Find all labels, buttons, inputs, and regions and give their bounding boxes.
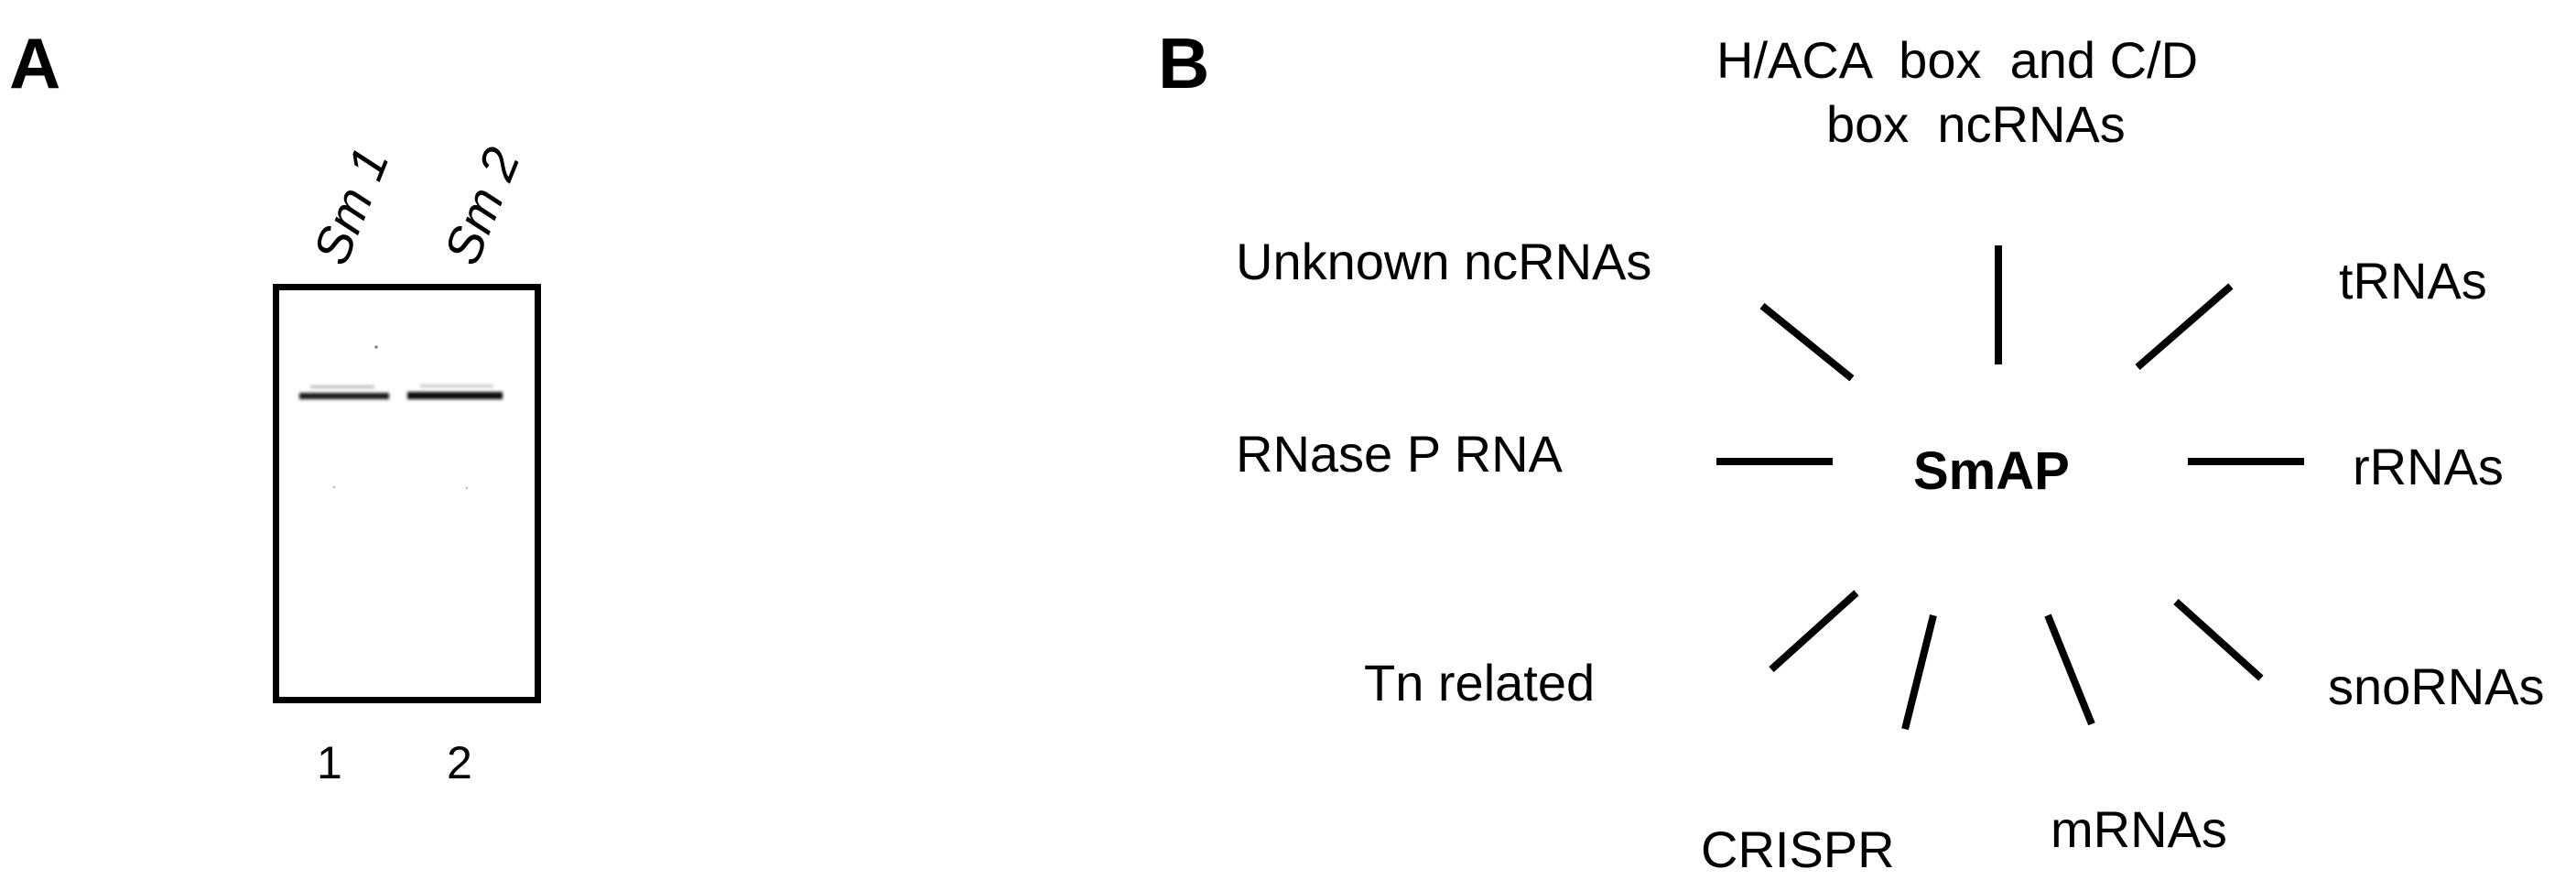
speck: [465, 486, 469, 490]
lane-2-label: Sm 2: [432, 139, 531, 273]
connector-snornas: [2173, 599, 2264, 681]
gel-bands: [299, 345, 503, 490]
lane-1-number: 1: [317, 737, 342, 788]
lane-2-number: 2: [447, 737, 472, 788]
connector-unknown: [1759, 302, 1855, 382]
speck: [374, 345, 378, 349]
connector-mrnas: [2044, 614, 2095, 726]
lane-1-label: Sm 1: [301, 139, 400, 273]
panel-b-letter: B: [1158, 23, 1210, 103]
band-lane-1: [299, 393, 389, 399]
connector-rrnas: [2188, 458, 2304, 465]
connector-trnas: [2135, 283, 2234, 371]
connector-rnasep: [1716, 458, 1833, 465]
label-rnase-p-rna: RNase P RNA: [1236, 425, 1563, 483]
label-haca-line-2: box ncRNAs: [1826, 95, 2126, 153]
speck: [332, 485, 336, 489]
band-lane-2-faint: [420, 385, 493, 387]
label-haca-line-1: H/ACA box and C/D: [1716, 31, 2199, 89]
band-lane-1-faint: [310, 386, 374, 388]
label-snornas: snoRNAs: [2328, 657, 2545, 715]
panel-a-letter: A: [9, 23, 61, 103]
label-trnas: tRNAs: [2339, 252, 2487, 310]
label-crispr: CRISPR: [1701, 820, 1895, 878]
connector-crispr: [1901, 614, 1937, 731]
label-mrnas: mRNAs: [2051, 800, 2227, 858]
center-smap: SmAP: [1913, 441, 2070, 501]
label-tn-related: Tn related: [1364, 654, 1596, 712]
label-unknown-ncrnas: Unknown ncRNAs: [1236, 233, 1652, 290]
connector-haca: [1995, 245, 2002, 364]
gel-blot: [273, 284, 541, 703]
band-lane-2: [407, 392, 503, 399]
connector-tn: [1769, 590, 1859, 672]
label-rrnas: rRNAs: [2353, 438, 2504, 495]
